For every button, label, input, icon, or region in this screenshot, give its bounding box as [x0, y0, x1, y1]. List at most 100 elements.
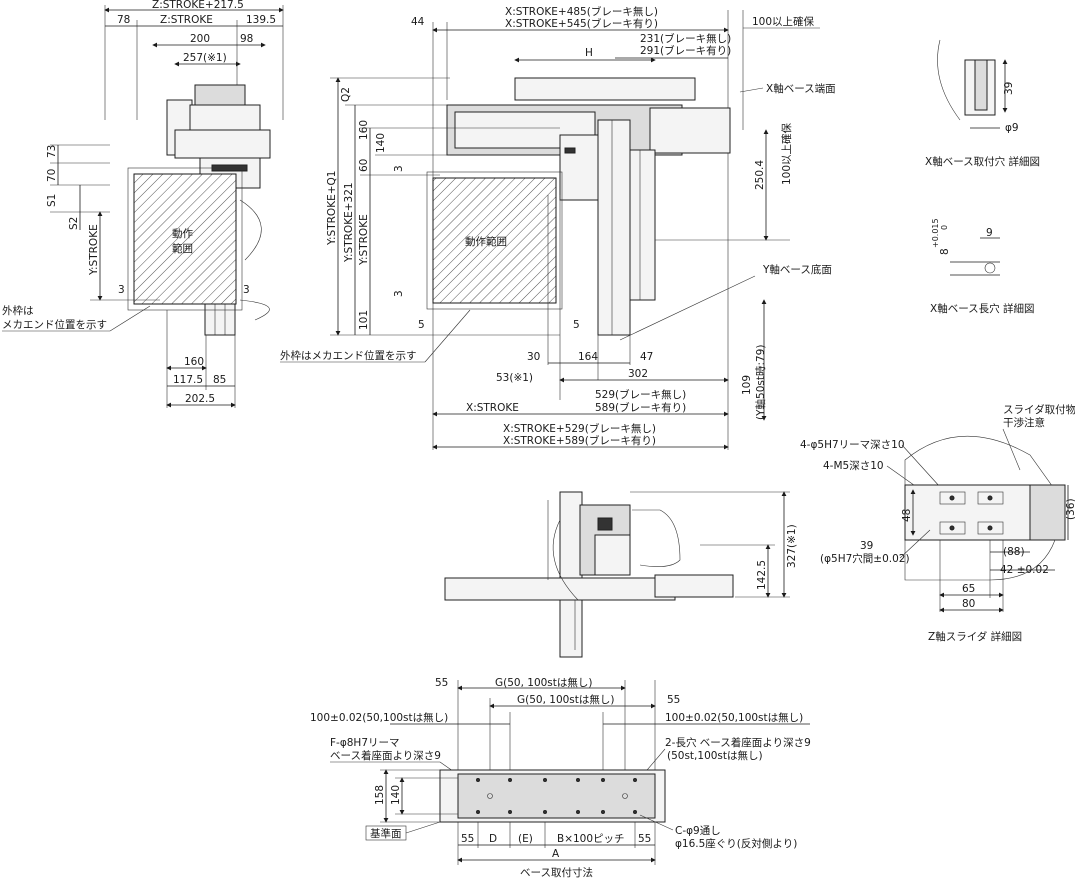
left-dim-70: 70: [46, 169, 58, 182]
detail-tol-upper: +0.015: [931, 218, 940, 248]
center-dim-302: 302: [628, 368, 648, 380]
center-dim-3a: 3: [393, 165, 405, 172]
base-dim-55a: 55: [435, 677, 448, 689]
base-dim-55d: 55: [638, 833, 651, 845]
center-dim-h: H: [585, 47, 593, 59]
left-top-139: 139.5: [246, 14, 276, 26]
center-y-base-bottom: Y軸ベース底面: [762, 263, 832, 276]
detail-dim-36: (36): [1065, 498, 1075, 520]
left-motion-range-l1: 動作: [172, 227, 193, 240]
left-dim-3a: 3: [118, 284, 125, 296]
side-dim-142: 142.5: [756, 560, 768, 590]
detail-dim-39: 39: [1003, 82, 1015, 95]
left-dim-s2: S2: [68, 217, 80, 230]
center-dim-60: 60: [358, 159, 370, 172]
center-dim-109-note: (Y軸50st時:79): [754, 345, 767, 420]
center-dim-ystroke-q1: Y:STROKE+Q1: [326, 171, 338, 246]
detail-dim-9: 9: [986, 227, 993, 239]
center-dim-x-bot1: X:STROKE+529(ブレーキ無し): [503, 422, 656, 435]
center-dim-47: 47: [640, 351, 653, 363]
detail-z-slider: Z軸スライダ 詳細図: [928, 630, 1022, 643]
base-holes: [476, 778, 637, 814]
base-dim-g1: G(50, 100stは無し): [495, 676, 593, 689]
left-motion-range-l2: 範囲: [172, 242, 193, 255]
base-long-hole2: (50st,100stは無し): [667, 749, 763, 762]
detail-dim-phi9: φ9: [1005, 122, 1019, 134]
center-dim-5b: 5: [573, 319, 580, 331]
center-dim-101: 101: [358, 310, 370, 330]
base-c-hole1: C-φ9通し: [675, 825, 721, 837]
base-c-hole2: φ16.5座ぐり(反対側より): [675, 837, 797, 850]
center-dim-140: 140: [375, 133, 387, 153]
center-dim-x-bot2: X:STROKE+589(ブレーキ有り): [503, 434, 656, 447]
detail-dim-80: 80: [962, 598, 975, 610]
center-dim-x-top1: X:STROKE+485(ブレーキ無し): [505, 5, 658, 18]
center-dim-3b: 3: [393, 290, 405, 297]
base-dim-bx100: B×100ピッチ: [557, 833, 625, 845]
left-view: Z:STROKE+217.5 78 Z:STROKE 139.5 200 98 …: [2, 0, 284, 408]
base-dim-140: 140: [390, 785, 402, 805]
left-outer-frame-l1: 外枠は: [2, 304, 34, 317]
base-dim-158: 158: [374, 785, 386, 805]
base-caption: ベース取付寸法: [520, 866, 593, 879]
left-dim-3b: 3: [243, 284, 250, 296]
detail-dim-8: 8: [939, 248, 951, 255]
detail-dim-42: 42 ±0.02: [1000, 564, 1049, 576]
center-dim-529: 529(ブレーキ無し): [595, 388, 686, 401]
center-motion-range: 動作範囲: [465, 235, 507, 248]
center-dim-ystroke: Y:STROKE: [358, 214, 370, 266]
center-dim-x-top2: X:STROKE+545(ブレーキ有り): [505, 17, 658, 30]
detail-dim-65: 65: [962, 583, 975, 595]
detail-4m5: 4-M5深さ10: [823, 460, 884, 472]
left-dim-202: 202.5: [185, 393, 215, 405]
base-dim-55b: 55: [667, 694, 680, 706]
base-ref-face: 基準面: [370, 827, 402, 840]
left-dim-257: 257(※1): [183, 52, 227, 64]
center-dim-53: 53(※1): [496, 372, 533, 384]
center-dim-xstroke: X:STROKE: [466, 402, 519, 414]
base-dim-55c: 55: [461, 833, 474, 845]
center-dim-291: 291(ブレーキ有り): [640, 44, 731, 57]
base-long-hole1: 2-長穴 ベース着座面より深さ9: [665, 736, 811, 749]
center-x-base-end: X軸ベース端面: [766, 82, 836, 95]
left-dim-s1: S1: [46, 194, 58, 207]
detail-dim-88: (88): [1003, 546, 1025, 558]
center-dim-100-ensure-v: 100以上確保: [780, 122, 793, 185]
left-top-78: 78: [117, 14, 130, 26]
center-dim-30: 30: [527, 351, 540, 363]
left-dim-200: 200: [190, 33, 210, 45]
left-top-zstroke: Z:STROKE: [160, 14, 213, 26]
base-view: 55 G(50, 100stは無し) G(50, 100stは無し) 55 10…: [310, 676, 811, 879]
base-dim-100r: 100±0.02(50,100stは無し): [665, 711, 803, 724]
center-dim-q2: Q2: [340, 87, 352, 102]
detail-dim-48: 48: [901, 509, 913, 522]
center-dim-160: 160: [358, 120, 370, 140]
left-dim-117: 117.5: [173, 374, 203, 386]
center-dim-ystroke-321: Y:STROKE+321: [343, 182, 355, 263]
center-dim-100-ensure: 100以上確保: [752, 15, 815, 28]
center-dim-250: 250.4: [754, 160, 766, 190]
right-details: 39 φ9 X軸ベース取付穴 詳細図 +0.015 0 8 9 X軸ベース長穴 …: [800, 39, 1075, 643]
base-f-hole1: F-φ8H7リーマ: [330, 737, 400, 749]
center-dim-5a: 5: [418, 319, 425, 331]
left-dim-ystroke: Y:STROKE: [88, 224, 100, 276]
base-dim-g2: G(50, 100stは無し): [517, 693, 615, 706]
side-view: 327(※1) 142.5: [444, 491, 798, 658]
center-outer-frame: 外枠はメカエンド位置を示す: [280, 349, 417, 362]
detail-slider-note1: スライダ取付物: [1003, 403, 1075, 416]
detail-x-long-hole: X軸ベース長穴 詳細図: [930, 302, 1035, 315]
left-dim-160: 160: [184, 356, 204, 368]
side-dim-327: 327(※1): [786, 524, 798, 568]
center-view: 44 X:STROKE+485(ブレーキ無し) X:STROKE+545(ブレー…: [280, 5, 836, 450]
base-dim-a: A: [552, 848, 560, 860]
detail-dim-39b: 39: [860, 540, 873, 552]
detail-slider-note2: 干渉注意: [1003, 416, 1045, 429]
left-dim-85: 85: [213, 374, 226, 386]
center-dim-231: 231(ブレーキ無し): [640, 32, 731, 45]
center-dim-109: 109: [741, 375, 753, 395]
detail-4phi5: 4-φ5H7リーマ深さ10: [800, 439, 905, 451]
left-top-total: Z:STROKE+217.5: [152, 0, 244, 11]
base-f-hole2: ベース着座面より深さ9: [330, 749, 441, 762]
base-dim-100l: 100±0.02(50,100stは無し): [310, 711, 448, 724]
left-outer-frame-l2: メカエンド位置を示す: [2, 318, 107, 331]
